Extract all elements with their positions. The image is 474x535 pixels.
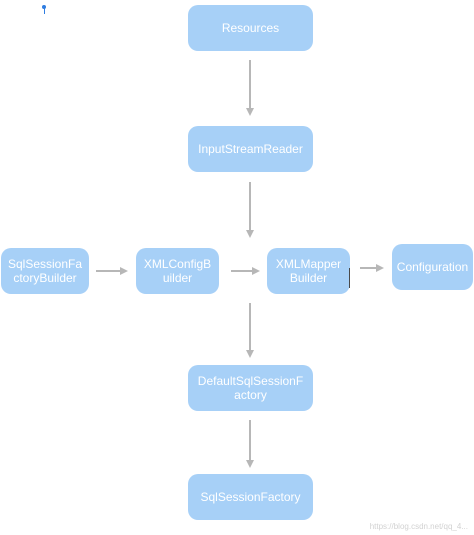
watermark-text: https://blog.csdn.net/qq_4... (369, 522, 468, 531)
pin-icon (42, 5, 46, 14)
node-inputstreamreader-label: InputStreamReader (198, 142, 303, 156)
node-xmlconfigbuilder[interactable]: XMLConfigBuilder (136, 248, 219, 294)
node-xmlmapperbuilder[interactable]: XMLMapperBuilder (267, 248, 350, 294)
node-sqlsessionfactorybuilder-label: SqlSessionFactoryBuilder (7, 257, 83, 285)
node-resources[interactable]: Resources (188, 5, 313, 51)
node-sqlsessionfactory[interactable]: SqlSessionFactory (188, 474, 313, 520)
node-defaultsqlsessionfactory[interactable]: DefaultSqlSessionFactory (188, 365, 313, 411)
node-xmlmapperbuilder-label: XMLMapperBuilder (275, 257, 342, 285)
node-configuration[interactable]: Configuration (392, 244, 473, 290)
node-resources-label: Resources (221, 21, 280, 35)
node-xmlconfigbuilder-label: XMLConfigBuilder (143, 257, 212, 285)
pin-icon-stem (43, 8, 45, 14)
text-cursor (349, 268, 350, 288)
node-configuration-label: Configuration (396, 260, 469, 274)
node-inputstreamreader[interactable]: InputStreamReader (188, 126, 313, 172)
pin-icon-head (42, 5, 46, 9)
node-defaultsqlsessionfactory-label: DefaultSqlSessionFactory (197, 374, 304, 402)
node-sqlsessionfactory-label: SqlSessionFactory (200, 490, 301, 504)
node-sqlsessionfactorybuilder[interactable]: SqlSessionFactoryBuilder (1, 248, 89, 294)
